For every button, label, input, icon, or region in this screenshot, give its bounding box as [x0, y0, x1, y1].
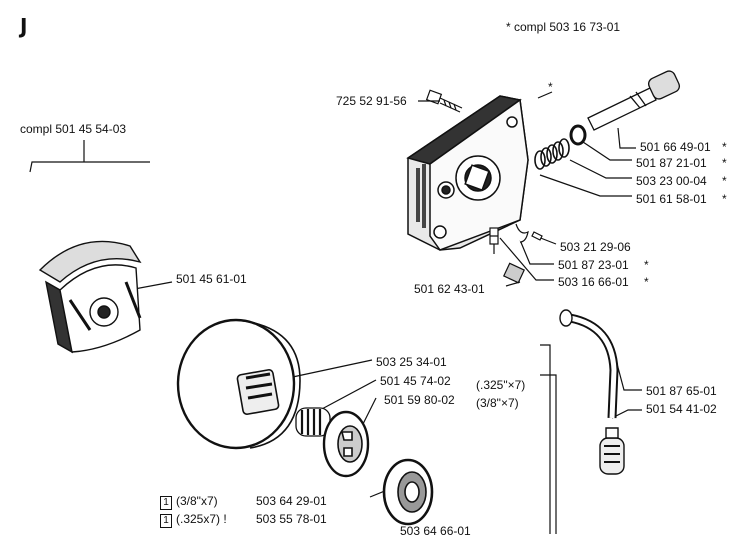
- legend-row-2-spec: (.325x7): [176, 512, 221, 526]
- marker-clip: *: [644, 258, 649, 272]
- label-star-marker: *: [548, 80, 553, 94]
- label-clutch-shoe: 501 45 61-01: [176, 272, 247, 286]
- pitch-b: (3/8"×7): [476, 396, 519, 410]
- legend-row-1: 1 (3/8"x7): [160, 494, 218, 510]
- legend-row-2-tail: !: [223, 512, 227, 526]
- label-spring: 503 23 00-04: [636, 174, 707, 188]
- bracket-right: [540, 344, 551, 534]
- marker-nut: *: [644, 275, 649, 289]
- washer-part: [569, 124, 587, 146]
- label-screw: 503 21 29-06: [560, 240, 631, 254]
- leader-filter: [611, 409, 642, 419]
- label-rim-a: 503 64 29-01: [256, 494, 327, 508]
- page-letter: J: [20, 14, 28, 38]
- leader-worm: [539, 174, 632, 197]
- label-hose: 501 87 65-01: [646, 384, 717, 398]
- legend-box-1: 1: [160, 496, 172, 510]
- label-bolt: 725 52 91-56: [336, 94, 407, 108]
- leader-washer: [579, 139, 632, 161]
- spring-part: [534, 138, 570, 170]
- legend-row-2: 1 (.325x7) !: [160, 512, 227, 528]
- small-parts: [489, 223, 543, 284]
- sprocket-part: [322, 410, 370, 478]
- label-rim-c: 503 64 66-01: [400, 524, 471, 538]
- leader-clip: [519, 239, 554, 265]
- leader-drum: [287, 359, 373, 379]
- bracket-right-2: [540, 374, 557, 534]
- leader-pump-shaft: [617, 127, 636, 149]
- bolt-part: [425, 89, 463, 113]
- clutch-drum-part: [176, 318, 301, 450]
- legend-row-1-spec: (3/8"x7): [176, 494, 218, 508]
- marker-spring: *: [722, 174, 727, 188]
- label-washer: 501 87 21-01: [636, 156, 707, 170]
- leader-bearing: [319, 379, 377, 411]
- pitch-a: (.325"×7): [476, 378, 526, 392]
- label-filter: 501 54 41-02: [646, 402, 717, 416]
- marker-worm: *: [722, 192, 727, 206]
- rim-part: [382, 458, 434, 526]
- label-sprocket-a: 501 59 80-02: [384, 393, 455, 407]
- leader-spring: [569, 159, 632, 179]
- label-nut: 503 16 66-01: [558, 275, 629, 289]
- assembly-note: * compl 503 16 73-01: [506, 20, 621, 34]
- label-worm: 501 61 58-01: [636, 192, 707, 206]
- oil-pump-plate: [406, 95, 529, 251]
- pump-shaft-part: [587, 70, 681, 131]
- marker-washer: *: [722, 156, 727, 170]
- clutch-assembly-label: compl 501 45 54-03: [20, 122, 127, 136]
- label-drum: 503 25 34-01: [376, 355, 447, 369]
- clutch-shoe-part: [38, 240, 142, 354]
- marker-pump-shaft: *: [722, 140, 727, 154]
- label-pump-shaft: 501 66 49-01: [640, 140, 711, 154]
- label-clip: 501 87 23-01: [558, 258, 629, 272]
- oil-filter-part: [599, 427, 625, 475]
- label-bearing: 501 45 74-02: [380, 374, 451, 388]
- clutch-bracket-line: [29, 140, 150, 173]
- legend-box-2: 1: [160, 514, 172, 528]
- label-plug: 501 62 43-01: [414, 282, 485, 296]
- label-rim-b: 503 55 78-01: [256, 512, 327, 526]
- leader-hose: [615, 359, 642, 391]
- leader-star: [537, 91, 553, 99]
- leader-nut: [499, 237, 554, 281]
- oil-hose-part: [559, 309, 619, 419]
